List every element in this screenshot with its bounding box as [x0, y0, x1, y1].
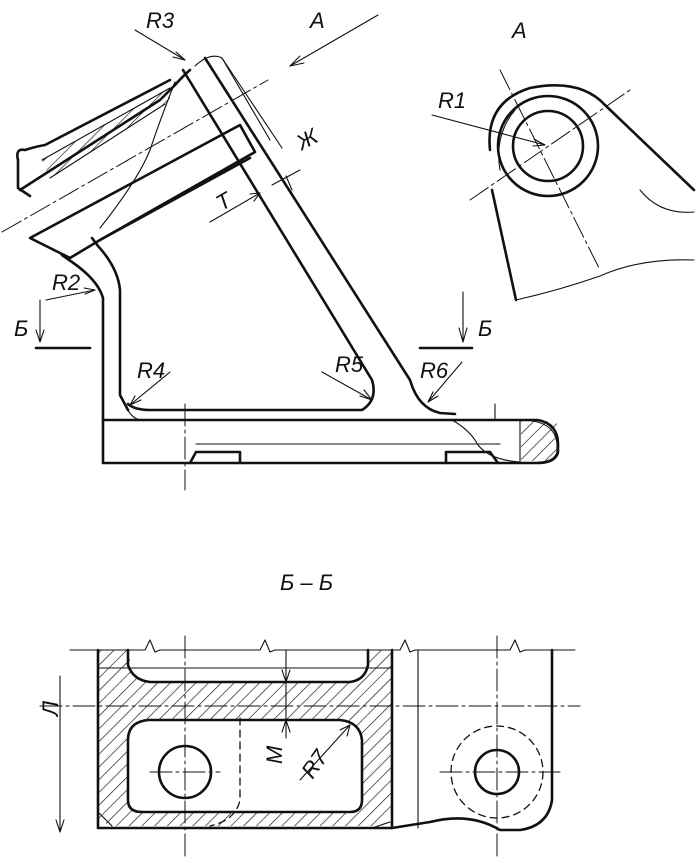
view-a-arrow-label: А	[308, 8, 325, 33]
dimension-l: Л	[38, 675, 65, 833]
svg-text:Л: Л	[38, 700, 63, 718]
radius-r3: R3	[134, 8, 186, 61]
section-marker-left: Б	[14, 299, 92, 350]
svg-text:R4: R4	[137, 358, 165, 383]
radius-r5: R5	[321, 352, 373, 401]
view-a-detail: А R1	[431, 18, 696, 302]
svg-text:R5: R5	[335, 352, 364, 377]
radius-r1: R1	[431, 88, 546, 147]
base-section-hatch	[521, 421, 557, 461]
svg-text:R6: R6	[420, 358, 449, 383]
section-hatch	[98, 650, 392, 826]
vertical-stem	[60, 236, 141, 422]
inclined-rib	[126, 55, 457, 416]
section-marker-right: Б	[418, 291, 492, 350]
boss-cylinder	[1, 68, 269, 260]
svg-text:R3: R3	[146, 8, 175, 33]
base-plate	[101, 403, 560, 465]
dimension-m: М	[262, 649, 291, 764]
section-label-left: Б	[14, 316, 28, 341]
radius-r2: R2	[45, 270, 96, 301]
dimension-t: Т	[209, 186, 261, 223]
svg-text:R1: R1	[438, 88, 466, 113]
section-title: Б – Б	[280, 570, 333, 595]
radius-r7: R7	[296, 724, 351, 783]
svg-text:Т: Т	[212, 186, 237, 215]
svg-text:М: М	[262, 745, 287, 764]
section-label-right: Б	[478, 316, 492, 341]
svg-text:R2: R2	[52, 270, 80, 295]
section-b-b: Б – Б Л	[38, 570, 581, 861]
main-view: Б Б А R3 R2 R4	[1, 8, 560, 491]
radius-r4: R4	[129, 358, 171, 406]
radius-r6: R6	[420, 358, 463, 403]
dimension-zh: Ж	[271, 123, 323, 191]
svg-text:Ж: Ж	[291, 123, 323, 156]
boss-section-hatch	[42, 88, 170, 178]
view-a-arrow: А	[289, 8, 379, 67]
view-a-title: А	[510, 18, 527, 43]
